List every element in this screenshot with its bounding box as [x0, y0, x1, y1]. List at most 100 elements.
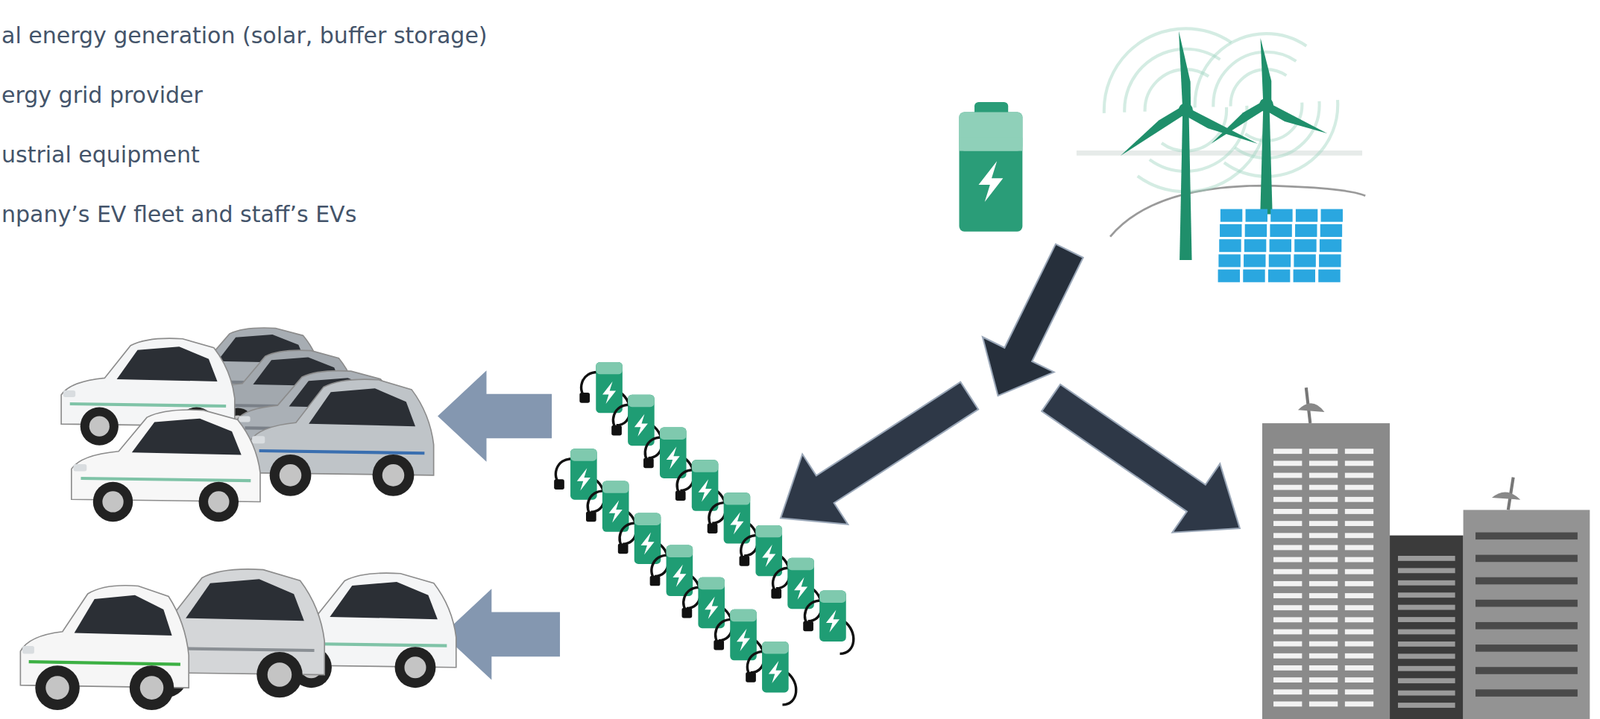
charger-body — [627, 395, 655, 446]
charger — [650, 545, 701, 610]
window-stripe — [1273, 509, 1302, 515]
bullet-list: al energy generation (solar, buffer stor… — [1, 22, 488, 261]
solar-cell — [1295, 224, 1317, 238]
charger-body — [634, 513, 662, 565]
charger — [739, 525, 791, 590]
solar-cell — [1268, 254, 1291, 267]
charger-top — [729, 609, 757, 622]
window-stripe — [1345, 509, 1374, 515]
charger-body — [729, 609, 757, 661]
bullet-text: ustrial equipment — [1, 141, 488, 169]
wind-turbines — [1076, 28, 1366, 261]
turbine-tower — [1179, 110, 1192, 261]
bullet-text: npany’s EV fleet and staff’s EVs — [1, 201, 488, 229]
charger — [745, 641, 797, 706]
charger-body — [602, 480, 630, 532]
solar-cell — [1293, 269, 1316, 283]
charger — [713, 609, 765, 674]
solar-cell — [1319, 239, 1342, 253]
window-stripe — [1273, 448, 1302, 455]
flow-arrow — [982, 244, 1084, 396]
charge-arrow — [443, 591, 560, 680]
solar-cell — [1245, 224, 1267, 238]
building — [1389, 536, 1464, 719]
window-stripe — [1309, 521, 1338, 527]
window-stripe — [1273, 497, 1302, 503]
window-stripe — [1345, 665, 1374, 672]
window-stripe — [1345, 497, 1374, 503]
turbine-blade — [1260, 38, 1272, 106]
charger-plug — [770, 589, 782, 600]
charger-top — [697, 577, 725, 590]
window-stripe — [1309, 533, 1338, 539]
charger-plug — [579, 392, 590, 404]
window-stripe — [1273, 533, 1302, 539]
charger — [579, 362, 631, 426]
charger-top — [666, 545, 694, 558]
charger-top — [755, 525, 783, 538]
window-stripe — [1345, 448, 1374, 455]
window-stripe — [1345, 545, 1374, 551]
window-stripe — [1309, 605, 1338, 611]
car-window — [117, 346, 218, 382]
car-window — [185, 579, 305, 622]
solar-cell — [1244, 239, 1266, 253]
car-wheel — [395, 647, 437, 689]
window-stripe — [1345, 701, 1374, 707]
charger — [675, 460, 727, 524]
charger-body — [755, 525, 783, 577]
bolt-symbol — [736, 629, 751, 652]
charger-body — [570, 448, 598, 500]
car — [71, 410, 261, 522]
charger-top — [634, 513, 662, 526]
charger-body — [723, 492, 751, 544]
solar-cell — [1269, 239, 1292, 253]
antenna-dish — [1491, 492, 1521, 500]
charger-plug — [713, 640, 724, 651]
charge-arrow — [439, 372, 552, 461]
charger-top — [761, 641, 789, 654]
solar-panel — [1218, 209, 1343, 283]
charger-plug — [643, 458, 654, 469]
window-stripe — [1273, 630, 1302, 636]
window-stripe — [1475, 555, 1578, 563]
window-stripe — [1309, 677, 1338, 683]
window-stripe — [1309, 497, 1338, 503]
ground-arc — [1110, 185, 1366, 237]
window-stripe — [1273, 605, 1302, 611]
bolt-symbol — [794, 577, 808, 601]
electric-cars — [20, 328, 456, 711]
car-wheel — [269, 454, 312, 497]
charger — [682, 577, 733, 642]
window-stripe — [1273, 581, 1302, 587]
window-stripe — [1273, 689, 1302, 695]
bolt-symbol — [634, 414, 648, 437]
charger — [770, 558, 822, 622]
car-trim — [29, 662, 181, 666]
window-stripe — [1397, 653, 1456, 660]
solar-cell — [1219, 224, 1242, 238]
charger-top — [659, 427, 687, 440]
turbine — [1210, 38, 1328, 214]
window-stripe — [1309, 569, 1338, 575]
window-stripe — [1345, 641, 1374, 648]
window-stripe — [1397, 617, 1456, 623]
battery-top-fill — [959, 137, 1023, 152]
flow-arrows — [439, 244, 1240, 680]
car-wheel — [80, 407, 119, 446]
charger-plug — [675, 490, 686, 502]
bolt-symbol — [602, 381, 616, 405]
window-stripe — [1475, 533, 1578, 541]
car-light — [238, 416, 250, 423]
window-stripe — [1309, 701, 1338, 707]
window-stripe — [1345, 581, 1374, 587]
window-stripe — [1309, 509, 1338, 515]
window-stripe — [1309, 448, 1338, 455]
turbine-blade — [1120, 105, 1188, 156]
bolt-symbol — [729, 512, 744, 535]
window-stripe — [1397, 592, 1456, 598]
window-stripe — [1345, 569, 1374, 575]
window-stripe — [1273, 545, 1302, 551]
charger-plug — [745, 672, 757, 683]
